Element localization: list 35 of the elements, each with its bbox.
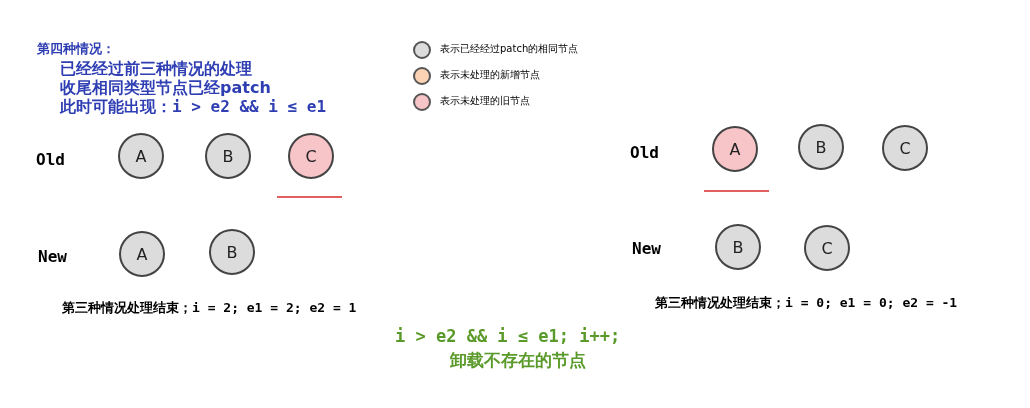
node-label: C xyxy=(305,146,317,166)
note-text: 已经经过前三种情况的处理 xyxy=(60,59,252,79)
note-text: 此时可能出现：i > e2 && i ≤ e1 xyxy=(60,97,327,118)
node-label: B xyxy=(732,237,744,257)
circle-node xyxy=(205,133,251,179)
node-label: B xyxy=(815,137,827,157)
node-label: A xyxy=(136,244,148,264)
status-text: 第三种情况处理结束；i = 2; e1 = 2; e2 = 1 xyxy=(62,299,357,317)
row-label: Old xyxy=(36,150,65,169)
caption-text: 卸载不存在的节点 xyxy=(450,349,586,372)
circle-node xyxy=(882,125,928,171)
node-label: A xyxy=(135,146,147,166)
circle-node xyxy=(804,225,850,271)
circle-node xyxy=(715,224,761,270)
legend-text: 表示未处理的新增节点 xyxy=(440,68,540,82)
row-label: Old xyxy=(630,143,659,162)
node-label: B xyxy=(226,242,238,262)
condition-text: i > e2 && i ≤ e1; i++; xyxy=(395,326,621,346)
circle-node xyxy=(119,231,165,277)
circle-node xyxy=(288,133,334,179)
circle-node xyxy=(209,229,255,275)
legend-text: 表示已经经过patch的相同节点 xyxy=(440,42,579,56)
legend-text: 表示未处理的旧节点 xyxy=(440,94,530,108)
note-text: 收尾相同类型节点已经patch xyxy=(60,78,271,98)
circle-node xyxy=(798,124,844,170)
node-label: C xyxy=(821,238,833,258)
circle-node xyxy=(712,126,758,172)
row-label: New xyxy=(38,247,67,266)
node-label: B xyxy=(222,146,234,166)
node-label: A xyxy=(729,139,741,159)
circle-node xyxy=(118,133,164,179)
title: 第四种情况： xyxy=(37,40,115,58)
row-label: New xyxy=(632,239,661,258)
status-text: 第三种情况处理结束；i = 0; e1 = 0; e2 = -1 xyxy=(655,294,958,312)
node-label: C xyxy=(899,138,911,158)
